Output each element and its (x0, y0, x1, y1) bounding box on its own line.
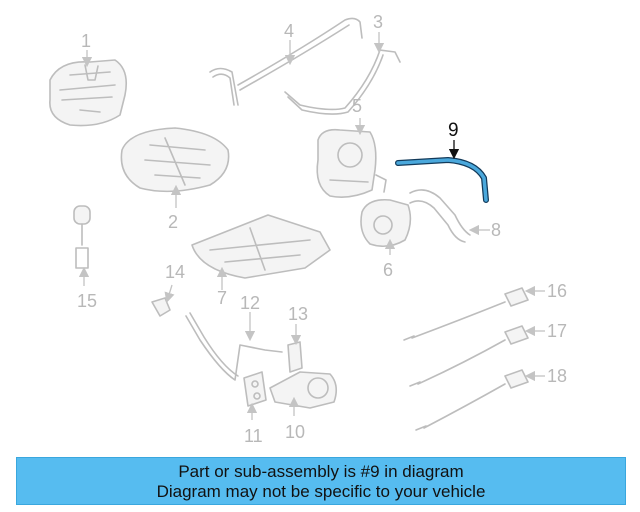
callout-2: 2 (168, 212, 178, 232)
part-6-pump (360, 198, 412, 255)
parts-diagram: 1 2 4 3 5 6 8 (49, 12, 567, 446)
callout-3: 3 (373, 12, 383, 32)
part-15-sensor (73, 205, 91, 286)
part-11-gasket (243, 371, 267, 420)
part-17-oxygen-sensor (409, 325, 545, 387)
callout-14: 14 (165, 262, 185, 282)
callout-9: 9 (448, 120, 459, 141)
part-9-vent-hose-highlighted (395, 140, 489, 203)
callout-12: 12 (240, 293, 260, 313)
info-banner: Part or sub-assembly is #9 in diagram Di… (16, 457, 626, 505)
callout-17: 17 (547, 321, 567, 341)
part-2-heat-shield (120, 127, 230, 208)
callout-11: 11 (244, 426, 263, 446)
banner-line-disclaimer: Diagram may not be specific to your vehi… (156, 482, 486, 501)
callout-13: 13 (288, 304, 308, 324)
part-18-oxygen-sensor (415, 369, 545, 431)
banner-line-part: Part or sub-assembly is #9 in diagram (178, 462, 464, 481)
part-10-throttle (269, 371, 338, 416)
callout-7: 7 (217, 288, 227, 308)
part-12-tube (185, 312, 283, 381)
part-16-oxygen-sensor (403, 285, 545, 341)
callout-4: 4 (284, 21, 294, 41)
callout-8: 8 (491, 220, 501, 240)
part-14-bracket (151, 284, 175, 317)
part-4-hose (209, 17, 363, 106)
part-1-engine-cover (49, 50, 128, 127)
part-8-hose (409, 189, 490, 243)
callout-5: 5 (352, 96, 362, 116)
callout-6: 6 (383, 260, 393, 280)
callout-1: 1 (81, 31, 91, 51)
callout-18: 18 (547, 366, 567, 386)
part-3-hose (284, 32, 401, 115)
part-7-manifold (191, 214, 331, 290)
callout-16: 16 (547, 281, 567, 301)
part-5-valve (316, 118, 387, 198)
callout-10: 10 (285, 422, 305, 442)
part-13-clip (287, 324, 303, 373)
callout-15: 15 (77, 291, 97, 311)
